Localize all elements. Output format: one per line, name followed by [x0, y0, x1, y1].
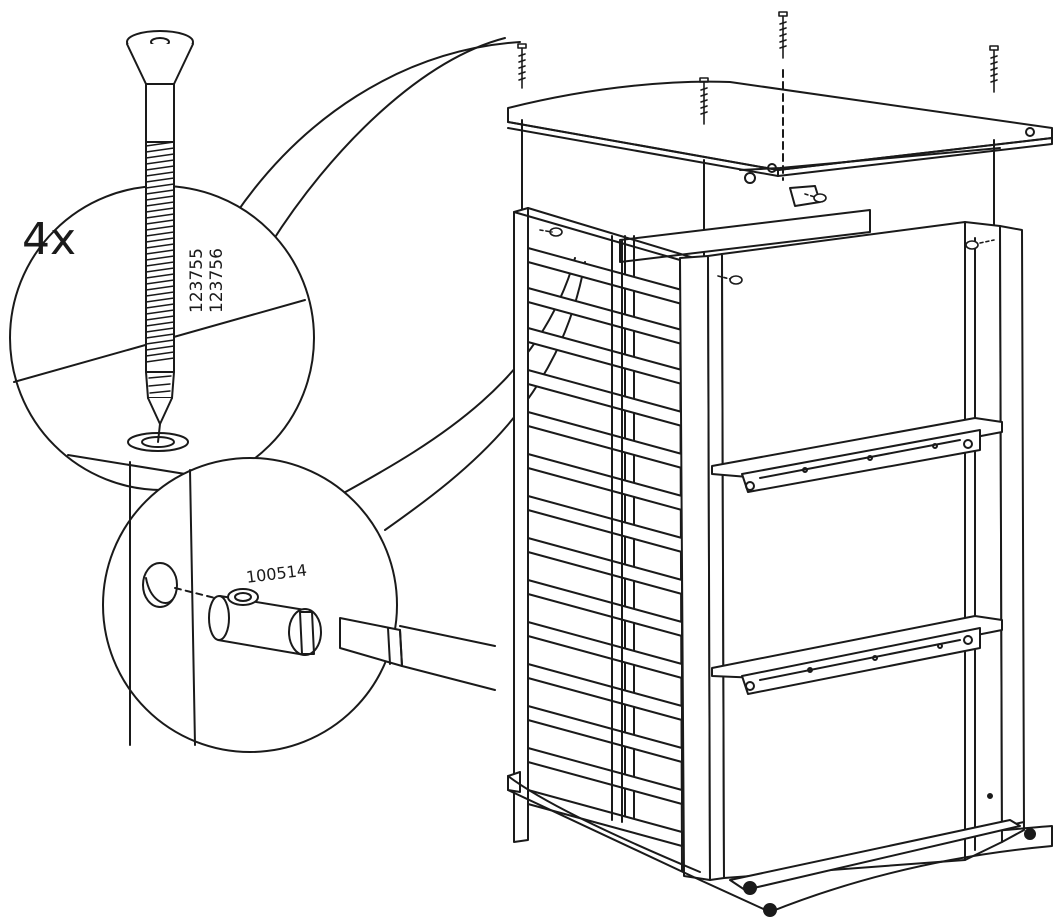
shelf-rail-upper	[711, 417, 1003, 493]
cam-lock-fittings	[539, 193, 995, 285]
screw-thread	[145, 141, 175, 363]
screw-part-numbers: 123755 123756	[186, 235, 232, 325]
cam-lock-detail-callout	[102, 457, 496, 753]
shelf-rail-lower	[711, 615, 1003, 695]
screw-quantity-label: 4x	[22, 214, 77, 265]
front-panel	[679, 221, 1025, 881]
screw-set	[517, 11, 999, 125]
screw-part-number: 123755	[187, 248, 207, 313]
top-panel	[507, 11, 1053, 263]
screw-detail-callout	[9, 30, 315, 491]
base-plinth	[507, 771, 1053, 917]
screw-part-number: 123756	[207, 248, 227, 313]
side-slat-panel	[513, 207, 697, 876]
cabinet-frame	[507, 185, 1053, 917]
